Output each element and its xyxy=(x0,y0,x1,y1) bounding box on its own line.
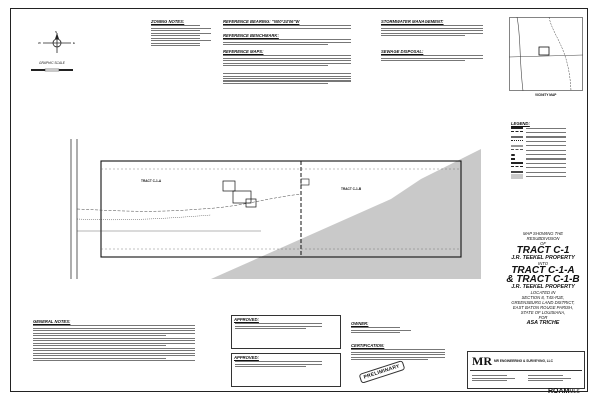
title-line2: RESUBDIVISION xyxy=(526,236,560,241)
stormwater-title: STORMWATER MANAGEMENT: xyxy=(381,19,444,24)
title-owner1: J.R. TEEKEL PROPERTY xyxy=(511,255,575,261)
title-loc3: EAST BATON ROUGE PARISH, xyxy=(512,305,574,310)
approved-label-1: APPROVED: xyxy=(234,317,259,322)
title-into: INTO xyxy=(538,261,548,266)
firm-name: MR ENGINEERING & SURVEYING, LLC xyxy=(494,359,553,363)
title-loc1: SECTION 8, T4S-R2E, xyxy=(521,295,565,300)
graphic-scale-label: GRAPHIC SCALE xyxy=(39,61,65,65)
watermark-main: ROAM xyxy=(548,388,570,395)
reference-benchmark-title: REFERENCE BENCHMARK: xyxy=(223,33,279,38)
north-arrow-icon: N E W xyxy=(38,31,75,53)
title-tract3: & TRACT C-1-B xyxy=(506,274,580,285)
legend-title: LEGEND: xyxy=(511,121,530,126)
title-loc4: STATE OF LOUISIANA, xyxy=(520,310,566,315)
certification-label: CERTIFICATION: xyxy=(351,343,385,348)
title-tract1: TRACT C-1 xyxy=(516,245,570,256)
general-notes-title: GENERAL NOTES: xyxy=(33,319,71,324)
title-tract2: TRACT C-1-A xyxy=(511,265,575,276)
reference-bearing: REFERENCE BEARING: "N00°24'06"W xyxy=(223,19,373,30)
sewage-disposal: SEWAGE DISPOSAL: xyxy=(381,49,501,63)
reference-benchmark: REFERENCE BENCHMARK: xyxy=(223,33,373,47)
firm-logo: MR xyxy=(472,354,492,368)
approved-box-1: APPROVED: xyxy=(231,315,341,349)
drawing-sheet: N E W GRAPHIC SCALE ZONING NOTES: REFERE… xyxy=(10,8,588,392)
zoning-notes: ZONING NOTES: xyxy=(151,19,221,48)
preliminary-stamp: PRELIMINARY xyxy=(358,360,405,384)
legend: LEGEND: xyxy=(511,121,585,179)
title-block: MAP SHOWING THE RESUBDIVISION OF TRACT C… xyxy=(503,231,583,326)
watermark: ROAMMLS xyxy=(548,388,580,395)
graphic-scale xyxy=(31,68,73,72)
title-located: LOCATED IN xyxy=(530,290,556,295)
title-line1: MAP SHOWING THE xyxy=(522,231,564,236)
title-client: ASA TRICHE xyxy=(526,320,560,326)
sewage-title: SEWAGE DISPOSAL: xyxy=(381,49,424,54)
zoning-notes-title: ZONING NOTES: xyxy=(151,19,185,24)
certification-block: CERTIFICATION: xyxy=(351,343,461,362)
approved-label-2: APPROVED: xyxy=(234,355,259,360)
title-for: FOR xyxy=(538,315,548,320)
title-line3: OF xyxy=(540,241,546,246)
title-owner2: J.R. TEEKEL PROPERTY xyxy=(511,284,575,290)
vicinity-map-label: VICINITY MAP xyxy=(535,93,557,97)
approved-box-2: APPROVED: xyxy=(231,353,341,387)
owner-block: OWNER: xyxy=(351,321,421,335)
reference-maps-title: REFERENCE MAPS: xyxy=(223,49,264,54)
svg-text:N: N xyxy=(55,31,57,34)
watermark-suffix: MLS xyxy=(569,389,580,395)
reference-maps: REFERENCE MAPS: xyxy=(223,49,373,85)
general-notes: GENERAL NOTES: xyxy=(33,319,223,363)
stormwater-management: STORMWATER MANAGEMENT: xyxy=(381,19,501,38)
reference-bearing-title: REFERENCE BEARING: "N00°24'06"W xyxy=(223,19,300,24)
svg-text:E: E xyxy=(73,41,75,45)
tract-c1a-label: TRACT C-1-A xyxy=(141,179,162,183)
owner-label: OWNER: xyxy=(351,321,369,326)
title-loc2: GREENSBURG LAND DISTRICT, xyxy=(511,300,575,305)
firm-block: MR MR ENGINEERING & SURVEYING, LLC xyxy=(467,351,585,389)
tract-c1b-label: TRACT C-1-B xyxy=(341,187,362,191)
site-plan xyxy=(70,139,481,279)
svg-text:W: W xyxy=(38,41,41,45)
vicinity-map xyxy=(509,17,583,91)
